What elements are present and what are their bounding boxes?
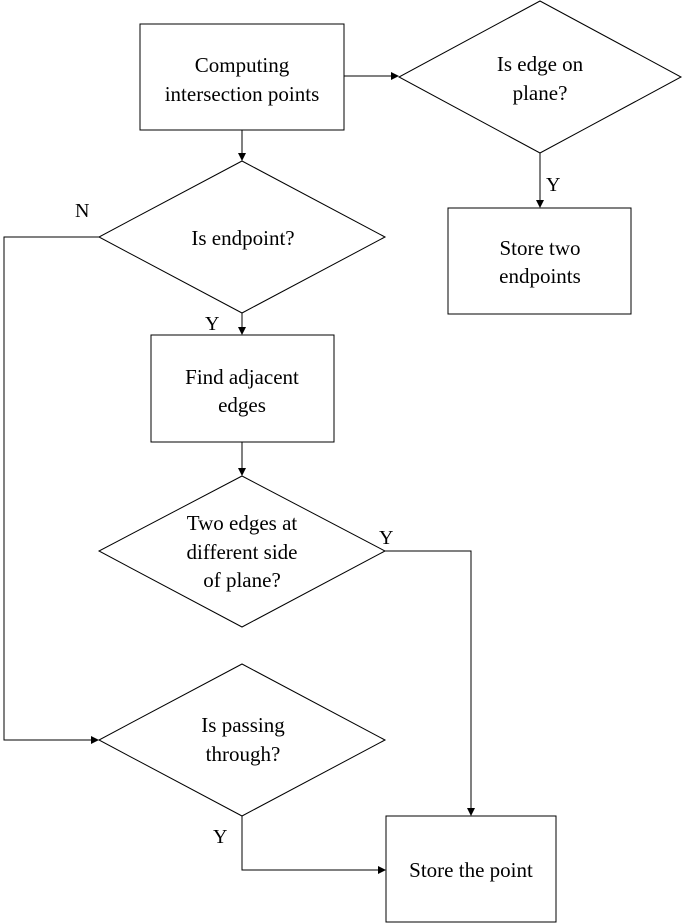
edge-two-edges-yes-to-store-point [385, 550, 472, 809]
label-endpoint-yes: Y [205, 313, 219, 335]
node-text-line: Is edge on [497, 52, 584, 76]
process-box [447, 207, 632, 315]
node-text-line: edges [218, 393, 266, 417]
node-text-line: different side [187, 540, 298, 564]
decision-diamond [97, 160, 387, 314]
decision-diamond [97, 475, 387, 628]
node-text-line: of plane? [203, 568, 281, 592]
node-is-edge-on-plane: Is edge on plane? [397, 0, 683, 154]
node-text-line: Store the point [409, 858, 533, 882]
arrowhead [467, 808, 475, 816]
arrowhead [238, 327, 246, 335]
arrowhead [238, 468, 246, 476]
edge-endpoint-no-to-passing [3, 236, 99, 741]
label-passing-yes: Y [213, 826, 227, 848]
arrowhead [91, 736, 99, 744]
node-find-adjacent-edges: Find adjacent edges [150, 334, 335, 443]
node-text-line: Find adjacent [185, 365, 299, 389]
node-text-line: plane? [513, 81, 568, 105]
node-text-line: intersection points [165, 82, 320, 106]
node-store-two-endpoints: Store two endpoints [447, 207, 632, 315]
label-endpoint-no: N [75, 200, 89, 222]
arrowhead [391, 72, 399, 80]
node-computing-intersection-points: Computing intersection points [139, 23, 345, 131]
process-box [385, 815, 557, 923]
label-two-edges-yes: Y [379, 527, 393, 549]
node-text-line: Computing [195, 53, 290, 77]
node-text-line: through? [206, 742, 281, 766]
node-is-passing-through: Is passing through? [97, 663, 387, 817]
node-text-line: Store two [499, 236, 580, 260]
node-text-line: endpoints [499, 264, 581, 288]
edge-passing-yes-to-store-point [241, 816, 379, 871]
label-edge-on-plane-yes: Y [546, 174, 560, 196]
decision-diamond [97, 663, 387, 817]
process-box [150, 334, 335, 443]
arrowhead [536, 200, 544, 208]
node-store-the-point: Store the point [385, 815, 557, 923]
node-text-line: Two edges at [187, 511, 298, 535]
arrowhead [378, 866, 386, 874]
node-text-line: Is passing [201, 713, 285, 737]
node-text-line: Is endpoint? [191, 226, 294, 250]
node-two-edges-different-side: Two edges at different side of plane? [97, 475, 387, 628]
decision-diamond [397, 0, 683, 154]
arrowhead [238, 153, 246, 161]
process-box [139, 23, 345, 131]
node-is-endpoint: Is endpoint? [97, 160, 387, 314]
